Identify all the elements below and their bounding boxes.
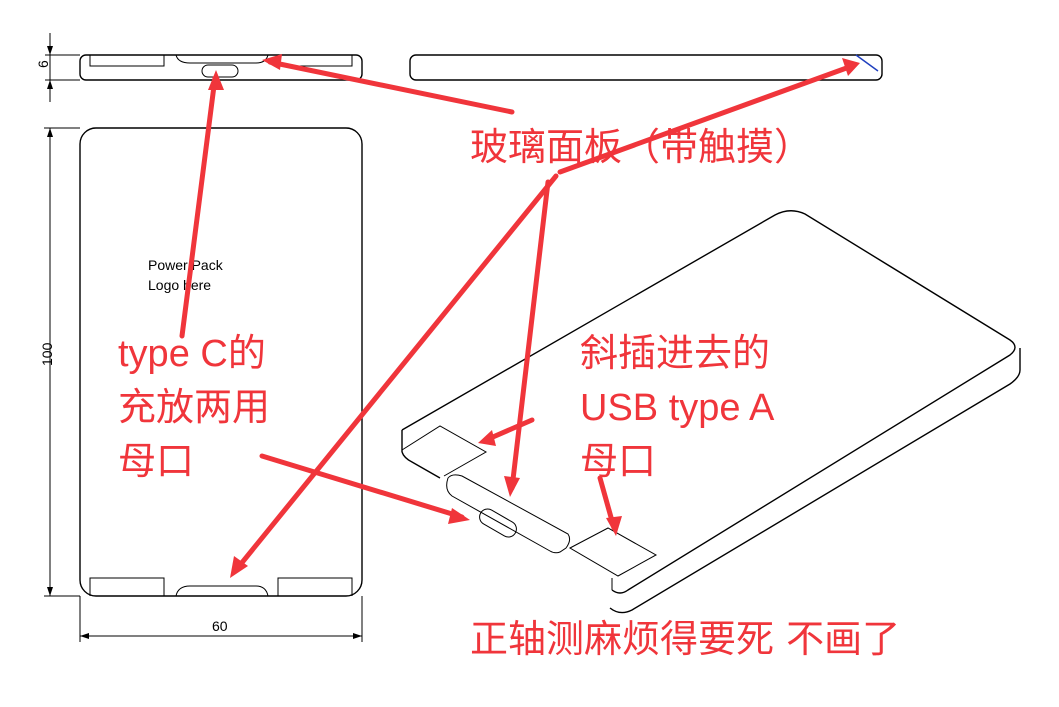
- top-view-left: [79, 54, 363, 81]
- annotation-arrows: [179, 54, 860, 578]
- dimension-height: 100: [39, 127, 80, 597]
- dimension-width-label: 60: [212, 618, 228, 634]
- type-c-label-line3: 母口: [118, 439, 194, 483]
- usb-a-label-line3: 母口: [580, 439, 656, 483]
- usb-a-label-line1: 斜插进去的: [580, 331, 770, 375]
- type-c-label-line1: type C的: [118, 333, 266, 375]
- dimension-thickness-label: 6: [35, 60, 51, 68]
- dimension-height-label: 100: [39, 342, 55, 366]
- isometric-view: [401, 210, 1021, 614]
- glass-panel-label: 玻璃面板（带触摸）: [470, 125, 812, 169]
- dimension-width: 60: [79, 596, 363, 642]
- dimension-thickness: 6: [35, 33, 80, 102]
- front-view: Power Pack Logo here: [79, 127, 363, 597]
- type-c-label-line2: 充放两用: [118, 385, 270, 429]
- logo-line-1: Power Pack: [148, 257, 224, 273]
- footer-note: 正轴测麻烦得要死 不画了: [470, 617, 900, 661]
- side-view-right: [409, 54, 883, 81]
- logo-line-2: Logo here: [148, 277, 211, 293]
- usb-a-label-line2: USB type A: [580, 387, 775, 429]
